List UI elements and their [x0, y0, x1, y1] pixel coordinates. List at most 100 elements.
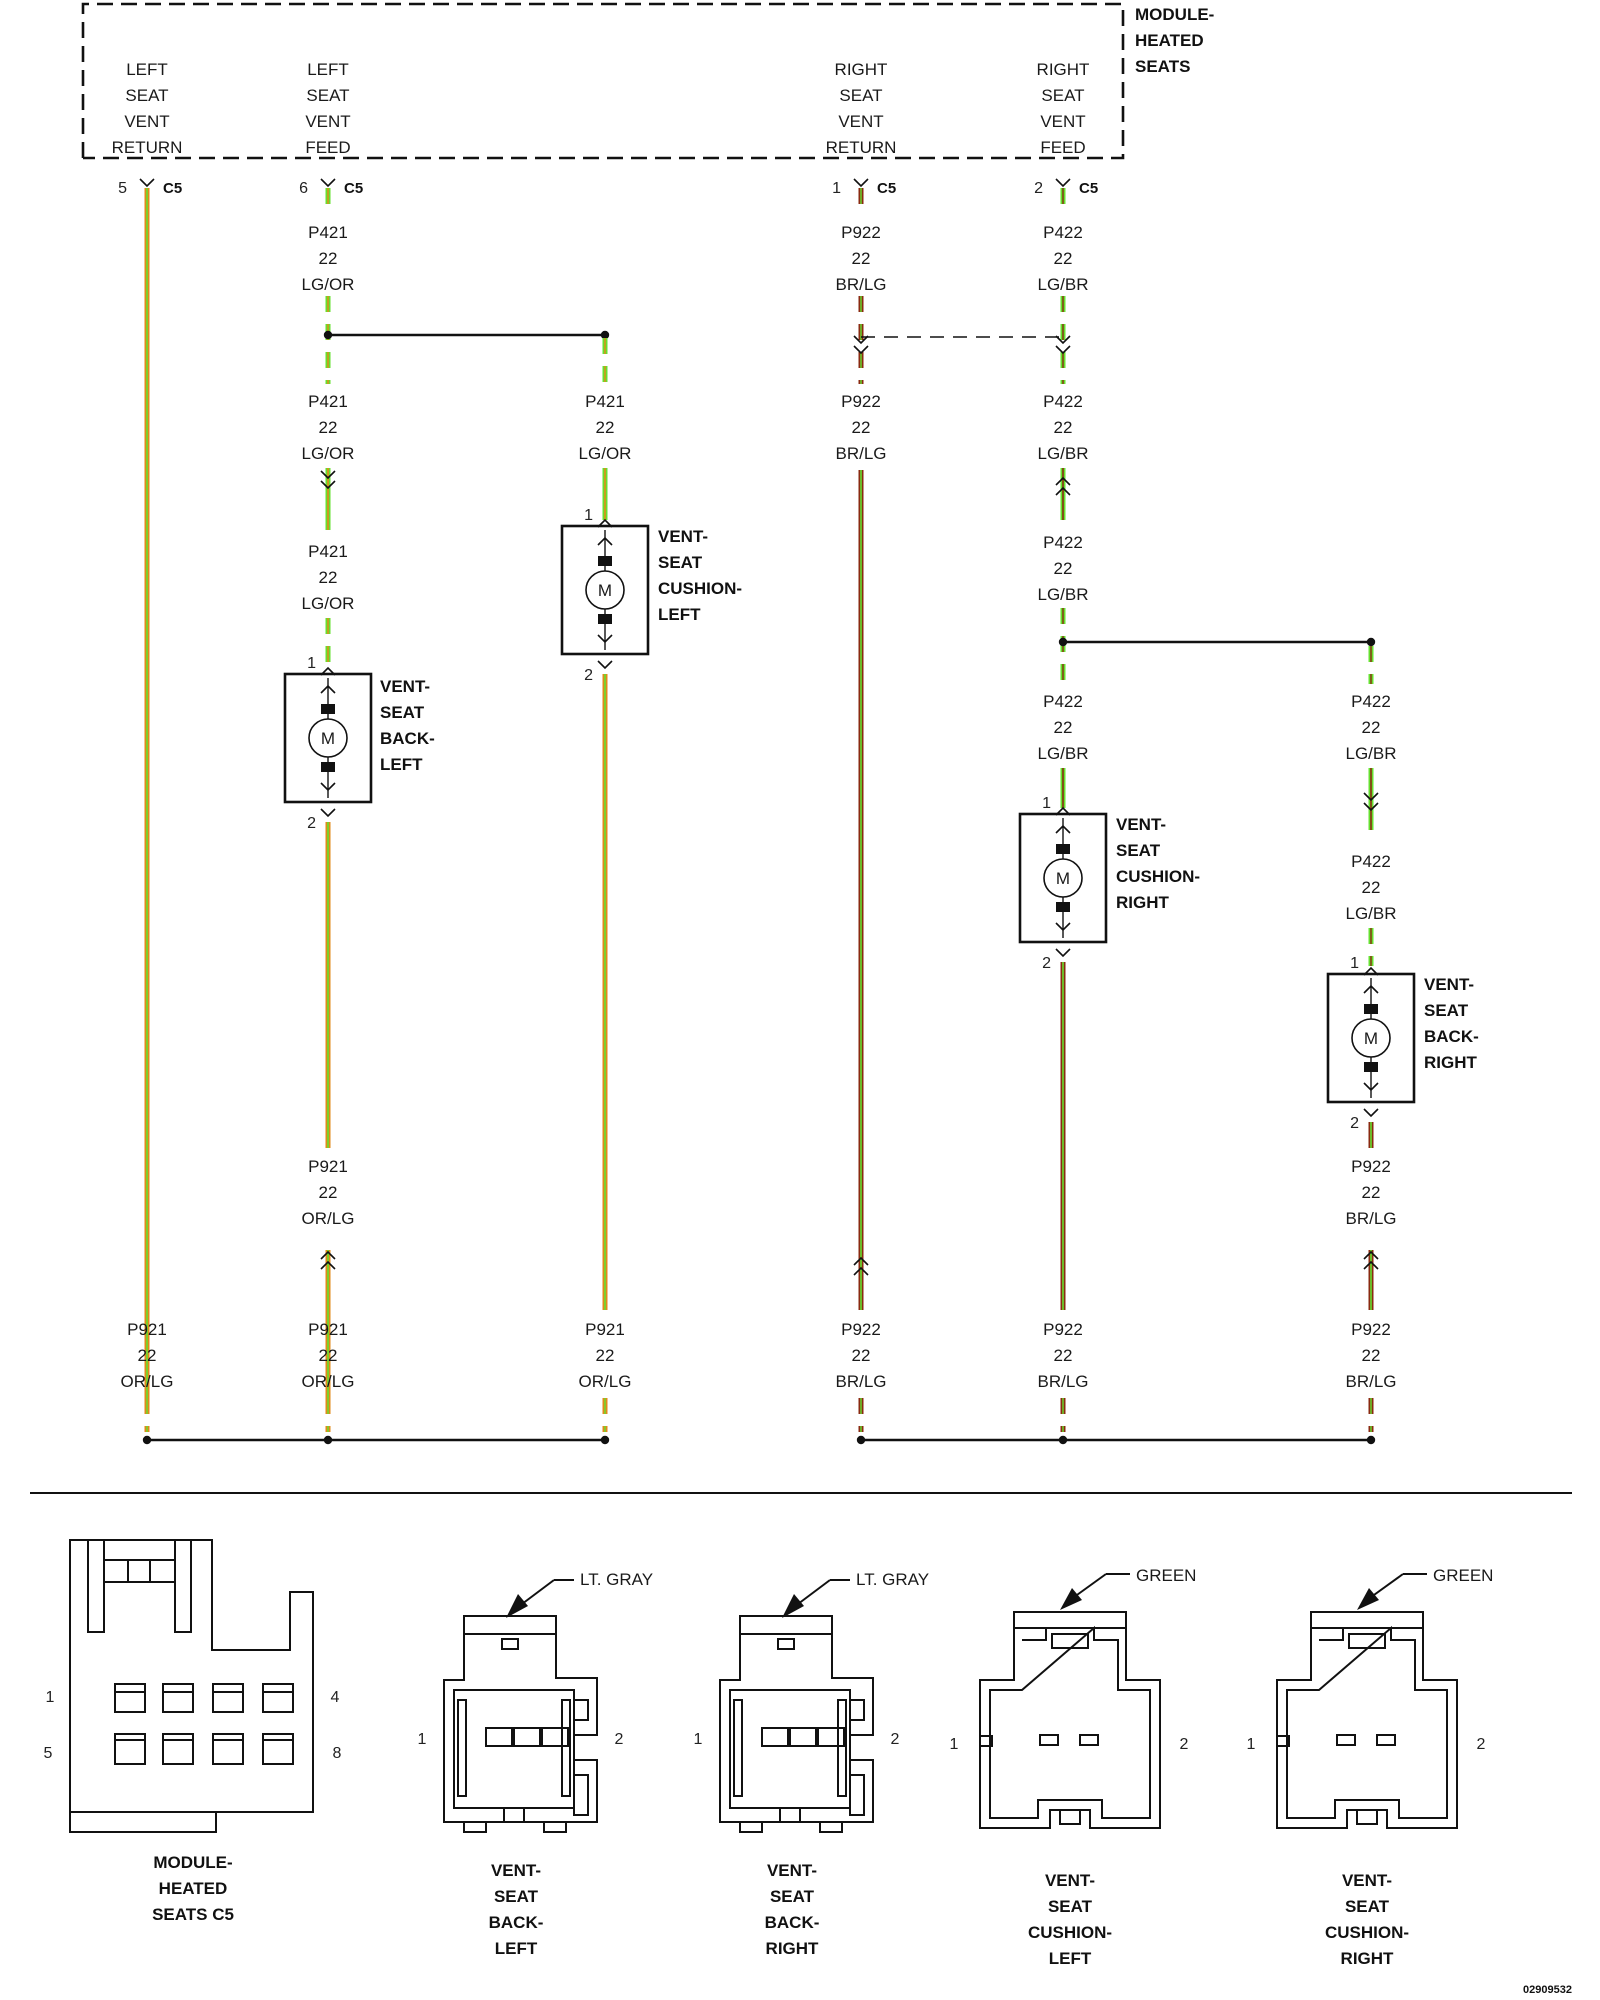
- vent-back-right-rail-left: [733, 1699, 743, 1797]
- module-pin-label-rsvr-2: VENT: [838, 112, 883, 131]
- vent-back-left-rail-left: [457, 1699, 467, 1797]
- motor-pin-top-back-right: 1: [1350, 955, 1359, 972]
- module-pin-number-rsvf: 2: [1034, 180, 1043, 197]
- connector-bottom-cushion-left: [597, 660, 613, 670]
- vent-back-left-tab-lower: [573, 1774, 589, 1816]
- motor-brush-bottom-back-right: [1364, 1062, 1378, 1072]
- splice-rr-chevron-a: [853, 335, 869, 345]
- component-label-cushion-right-0: VENT-: [1116, 815, 1166, 834]
- module-pin-label-lsvf-0: LEFT: [307, 60, 349, 79]
- motor-arrow-bottom-cushion-left: [597, 634, 613, 644]
- vent-back-right-label-3: RIGHT: [766, 1939, 820, 1958]
- module-pin-label-lsvr-1: SEAT: [125, 86, 168, 105]
- label-rr-2-line-1: 22: [852, 418, 871, 437]
- vent-cushion-right-label-3: RIGHT: [1341, 1949, 1395, 1968]
- splice-end-left-cushion: [600, 330, 610, 340]
- component-label-back-right-1: SEAT: [1424, 1001, 1469, 1020]
- motor-arrow-bottom-back-right: [1363, 1082, 1379, 1092]
- motor-letter-cushion-left: M: [598, 581, 612, 600]
- connector-bottom-back-left: [320, 808, 336, 818]
- vent-back-right-rail-right: [837, 1699, 847, 1797]
- motor-symbol-cushion-left: [585, 570, 625, 610]
- c5-pin-5: 5: [44, 1745, 53, 1762]
- connector-top-back-right: [1363, 966, 1379, 976]
- vent-cushion-right-cap: [1310, 1611, 1424, 1629]
- module-pin-number-lsvr: 5: [118, 180, 127, 197]
- motor-symbol-back-right: [1351, 1018, 1391, 1058]
- label-rb-1-line-2: LG/BR: [1345, 744, 1396, 763]
- label-rb-2-line-1: 22: [1362, 878, 1381, 897]
- connector-top-back-left: [320, 666, 336, 676]
- motor-letter-back-right: M: [1364, 1029, 1378, 1048]
- label-lf-3-line-0: P421: [308, 542, 348, 561]
- label-rf-6-line-1: 22: [1054, 1346, 1073, 1365]
- module-pin-label-rsvr-1: SEAT: [839, 86, 882, 105]
- label-rr-3-line-0: P922: [841, 1320, 881, 1339]
- motor-arrow-bottom-cushion-right: [1055, 922, 1071, 932]
- vent-cushion-left-housing: [979, 1627, 1161, 1829]
- label-rb-2-line-2: LG/BR: [1345, 904, 1396, 923]
- label-lf-2-line-1: 22: [319, 418, 338, 437]
- vent-back-right-cavity-0: [761, 1727, 789, 1747]
- motor-brush-top-back-right: [1364, 1004, 1378, 1014]
- label-rf-6-line-0: P922: [1043, 1320, 1083, 1339]
- label-left-return-line-2: OR/LG: [121, 1372, 174, 1391]
- label-rf-4-line-1: 22: [1054, 718, 1073, 737]
- motor-arrow-bottom-back-left: [320, 782, 336, 792]
- module-pin-label-lsvr-0: LEFT: [126, 60, 168, 79]
- component-label-back-right-3: RIGHT: [1424, 1053, 1478, 1072]
- inline-lf-a: [320, 470, 336, 480]
- label-rb-4-line-2: BR/LG: [1345, 1209, 1396, 1228]
- c5-cavity-top-0: [114, 1683, 146, 1713]
- c5-rib-left: [87, 1539, 105, 1633]
- label-rf-2-line-2: LG/BR: [1037, 444, 1088, 463]
- motor-brush-top-cushion-left: [598, 556, 612, 566]
- label-rf-1-line-0: P422: [1043, 223, 1083, 242]
- module-pin-label-rsvf-0: RIGHT: [1037, 60, 1090, 79]
- inline-rb-return-a: [1363, 1260, 1379, 1270]
- label-lf-3-line-2: LG/OR: [302, 594, 355, 613]
- module-pin-label-rsvf-2: VENT: [1040, 112, 1085, 131]
- vent-back-right-color: LT. GRAY: [856, 1570, 929, 1589]
- inline-lf-b: [320, 480, 336, 490]
- label-rr-2-line-2: BR/LG: [835, 444, 886, 463]
- label-lf-5-line-0: P921: [308, 1157, 348, 1176]
- label-lc-3-line-2: OR/LG: [579, 1372, 632, 1391]
- component-label-cushion-left-2: CUSHION-: [658, 579, 742, 598]
- component-label-back-left-1: SEAT: [380, 703, 425, 722]
- module-pin-chevron-rsvr: [853, 178, 869, 188]
- vent-cushion-left-label-2: CUSHION-: [1028, 1923, 1112, 1942]
- motor-symbol-cushion-right: [1043, 858, 1083, 898]
- label-lf-6-line-0: P921: [308, 1320, 348, 1339]
- vent-cushion-right-label-0: VENT-: [1342, 1871, 1392, 1890]
- label-rb-4-line-1: 22: [1362, 1183, 1381, 1202]
- vent-back-right-label-1: SEAT: [770, 1887, 815, 1906]
- c5-cavity-bottom-1: [162, 1733, 194, 1765]
- module-pin-chevron-lsvr: [139, 178, 155, 188]
- label-rb-2-line-0: P422: [1351, 852, 1391, 871]
- splice-end-right-back: [1366, 637, 1376, 647]
- label-rr-3-line-1: 22: [852, 1346, 871, 1365]
- vent-back-left-label-3: LEFT: [495, 1939, 538, 1958]
- vent-back-left-color: LT. GRAY: [580, 1570, 653, 1589]
- module-title-2: SEATS: [1135, 57, 1190, 76]
- module-title-1: HEATED: [1135, 31, 1204, 50]
- motor-arrow-top-cushion-right: [1055, 824, 1071, 834]
- component-label-cushion-left-1: SEAT: [658, 553, 703, 572]
- inline-rb-return-b: [1363, 1250, 1379, 1260]
- vent-back-left-cap: [463, 1615, 557, 1635]
- motor-pin-bottom-cushion-right: 2: [1042, 955, 1051, 972]
- vent-back-right-cavity-2: [817, 1727, 845, 1747]
- vent-cushion-right-foot: [1356, 1809, 1378, 1825]
- vent-cushion-right-pin-1: 1: [1247, 1736, 1256, 1753]
- vent-cushion-left-pin-2: 2: [1180, 1736, 1189, 1753]
- c5-cavity-bottom-3: [262, 1733, 294, 1765]
- c5-pin-1: 1: [46, 1689, 55, 1706]
- label-rr-2-line-0: P922: [841, 392, 881, 411]
- connector-view-vent-cushion-left: [979, 1573, 1161, 1829]
- connector-top-cushion-left: [597, 518, 613, 528]
- inline-rb-a: [1363, 792, 1379, 802]
- label-lf-1-line-1: 22: [319, 249, 338, 268]
- c5-cavity-bottom-0: [114, 1733, 146, 1765]
